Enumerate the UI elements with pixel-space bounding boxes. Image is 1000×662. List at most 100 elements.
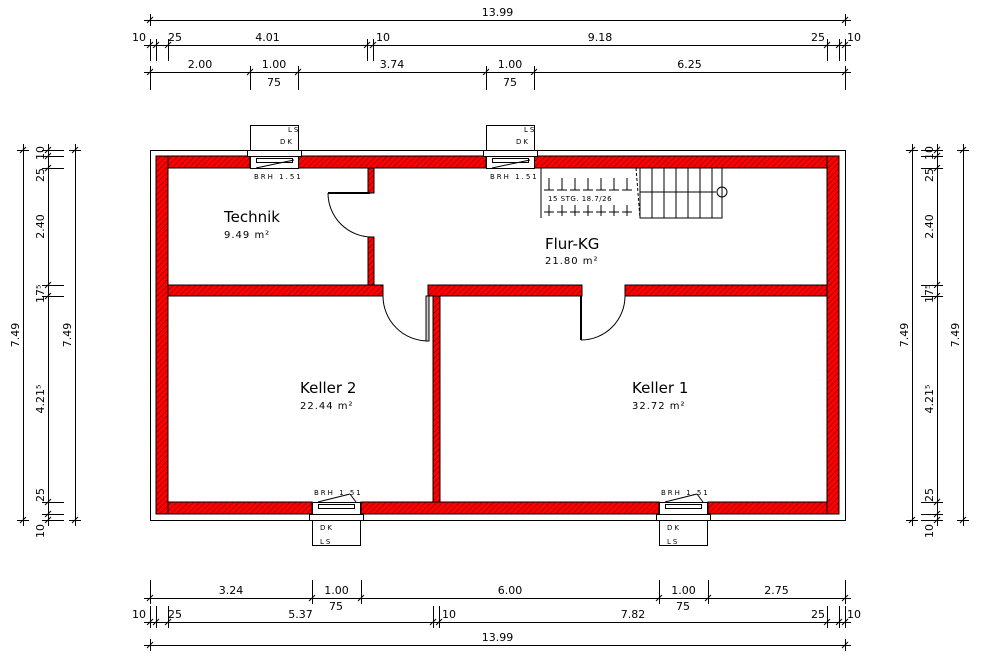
dimension-label: 7.49	[61, 323, 74, 348]
dimension-label: 2.75	[764, 584, 789, 597]
stairs-label: 15 STG. 18.7/26	[548, 195, 612, 203]
window: LS DK BRH 1.51	[309, 489, 364, 546]
dimension-label: 7.49	[9, 323, 22, 348]
window-dk-label: DK	[280, 138, 294, 146]
wall-segment	[155, 501, 313, 515]
dimension-label: 3.24	[219, 584, 244, 597]
room-flur-name: Flur-KG	[545, 235, 599, 253]
dimension-chain-bottom-overall: 13.99	[144, 631, 851, 651]
dimension-label: 5.37	[288, 608, 313, 621]
window-dk-label: DK	[667, 524, 681, 532]
dimension-label: 7.49	[949, 323, 962, 348]
dimension-label: 25	[168, 608, 182, 621]
window-ls-label: LS	[524, 126, 536, 134]
dimension-label: 10	[442, 608, 456, 621]
dimension-label: 7.49	[898, 323, 911, 348]
window-sill-label: BRH 1.51	[254, 173, 303, 181]
dimension-label: 10	[132, 608, 146, 621]
door-technik	[327, 192, 373, 238]
window-ls-label: LS	[667, 538, 679, 546]
wall-segment	[367, 167, 375, 194]
dimension-label: 13.99	[482, 631, 514, 644]
dimension-chain-right-overall: 7.49	[898, 144, 918, 526]
window-sill-label: BRH 1.51	[661, 489, 710, 497]
walls	[155, 155, 840, 515]
dimension-label: 1.00	[498, 58, 523, 71]
wall-segment	[155, 155, 251, 169]
dimension-label: 13.99	[482, 6, 514, 19]
wall-segment	[427, 284, 583, 297]
dimension-label: 2.40	[923, 214, 936, 239]
doors	[327, 192, 626, 342]
outer-outline	[150, 150, 846, 521]
room-flur-area: 21.80 m²	[545, 256, 599, 267]
dimension-chain-left-overall: 7.49	[9, 144, 29, 526]
wall-segment	[432, 295, 441, 503]
wall-segment	[167, 284, 384, 297]
staircase	[540, 167, 728, 219]
room-technik-area: 9.49 m²	[224, 230, 270, 241]
window-ls-label: LS	[320, 538, 332, 546]
window-sill-label: BRH 1.51	[490, 173, 539, 181]
wall-segment	[707, 501, 840, 515]
window-ls-label: LS	[288, 126, 300, 134]
room-technik-name: Technik	[223, 208, 280, 226]
dimension-chain-top-overall: 13.99	[144, 6, 851, 26]
room-keller1-area: 32.72 m²	[632, 401, 686, 412]
dimension-label: 10	[34, 146, 47, 160]
window-sill-label: BRH 1.51	[314, 489, 363, 497]
room-keller1-name: Keller 1	[632, 379, 688, 397]
dimension-label: 9.18	[588, 31, 613, 44]
dimension-label: 4.01	[255, 31, 280, 44]
dimension-label: 25	[923, 488, 936, 502]
door-keller2-leaf	[425, 295, 430, 342]
opening-height-label: 75	[329, 600, 343, 613]
dimension-label: 4.21⁵	[34, 385, 47, 414]
dimension-label: 3.74	[380, 58, 405, 71]
dimension-label: 4.21⁵	[923, 385, 936, 414]
dimension-label: 1.00	[262, 58, 287, 71]
wall-segment	[360, 501, 660, 515]
dimension-label: 25	[923, 168, 936, 182]
dimension-label: 6.00	[498, 584, 523, 597]
dimension-label: 17⁵	[923, 285, 936, 303]
dimension-label: 1.00	[671, 584, 696, 597]
wall-segment	[826, 155, 840, 515]
dimension-label: 1.00	[324, 584, 349, 597]
dimension-label: 10	[923, 524, 936, 538]
window: LS DK BRH 1.51	[247, 125, 303, 181]
dimension-label: 6.25	[677, 58, 702, 71]
dimension-chain-right-inner: 7.49	[949, 144, 969, 526]
door-keller2	[382, 295, 429, 342]
dimension-label: 10	[923, 146, 936, 160]
dimension-lines: 13.99 10 25 4.01 10 9.18 25 10 2.00 1.00 3.74 1.00 6…	[9, 6, 969, 651]
dimension-label: 7.82	[621, 608, 646, 621]
window-dk-label: DK	[320, 524, 334, 532]
dimension-chain-left-inner: 7.49	[61, 144, 81, 526]
dimension-label: 17⁵	[34, 285, 47, 303]
wall-segment	[155, 155, 169, 515]
dimension-label: 10	[847, 31, 861, 44]
dimension-chain-right-walls: 10 25 2.40 17⁵ 4.21⁵ 25 10	[921, 144, 943, 538]
wall-segment	[367, 236, 375, 286]
window-dk-label: DK	[516, 138, 530, 146]
wall-segment	[297, 155, 487, 169]
wall-segment	[533, 155, 840, 169]
door-keller1	[580, 295, 626, 341]
dimension-label: 10	[376, 31, 390, 44]
wall-segment	[624, 284, 828, 297]
opening-height-label: 75	[503, 76, 517, 89]
room-keller2-name: Keller 2	[300, 379, 356, 397]
window: LS DK BRH 1.51	[656, 489, 711, 546]
dimension-label: 25	[34, 488, 47, 502]
window: LS DK BRH 1.51	[483, 125, 539, 181]
dimension-label: 25	[811, 608, 825, 621]
dimension-label: 2.00	[188, 58, 213, 71]
dimension-label: 25	[168, 31, 182, 44]
